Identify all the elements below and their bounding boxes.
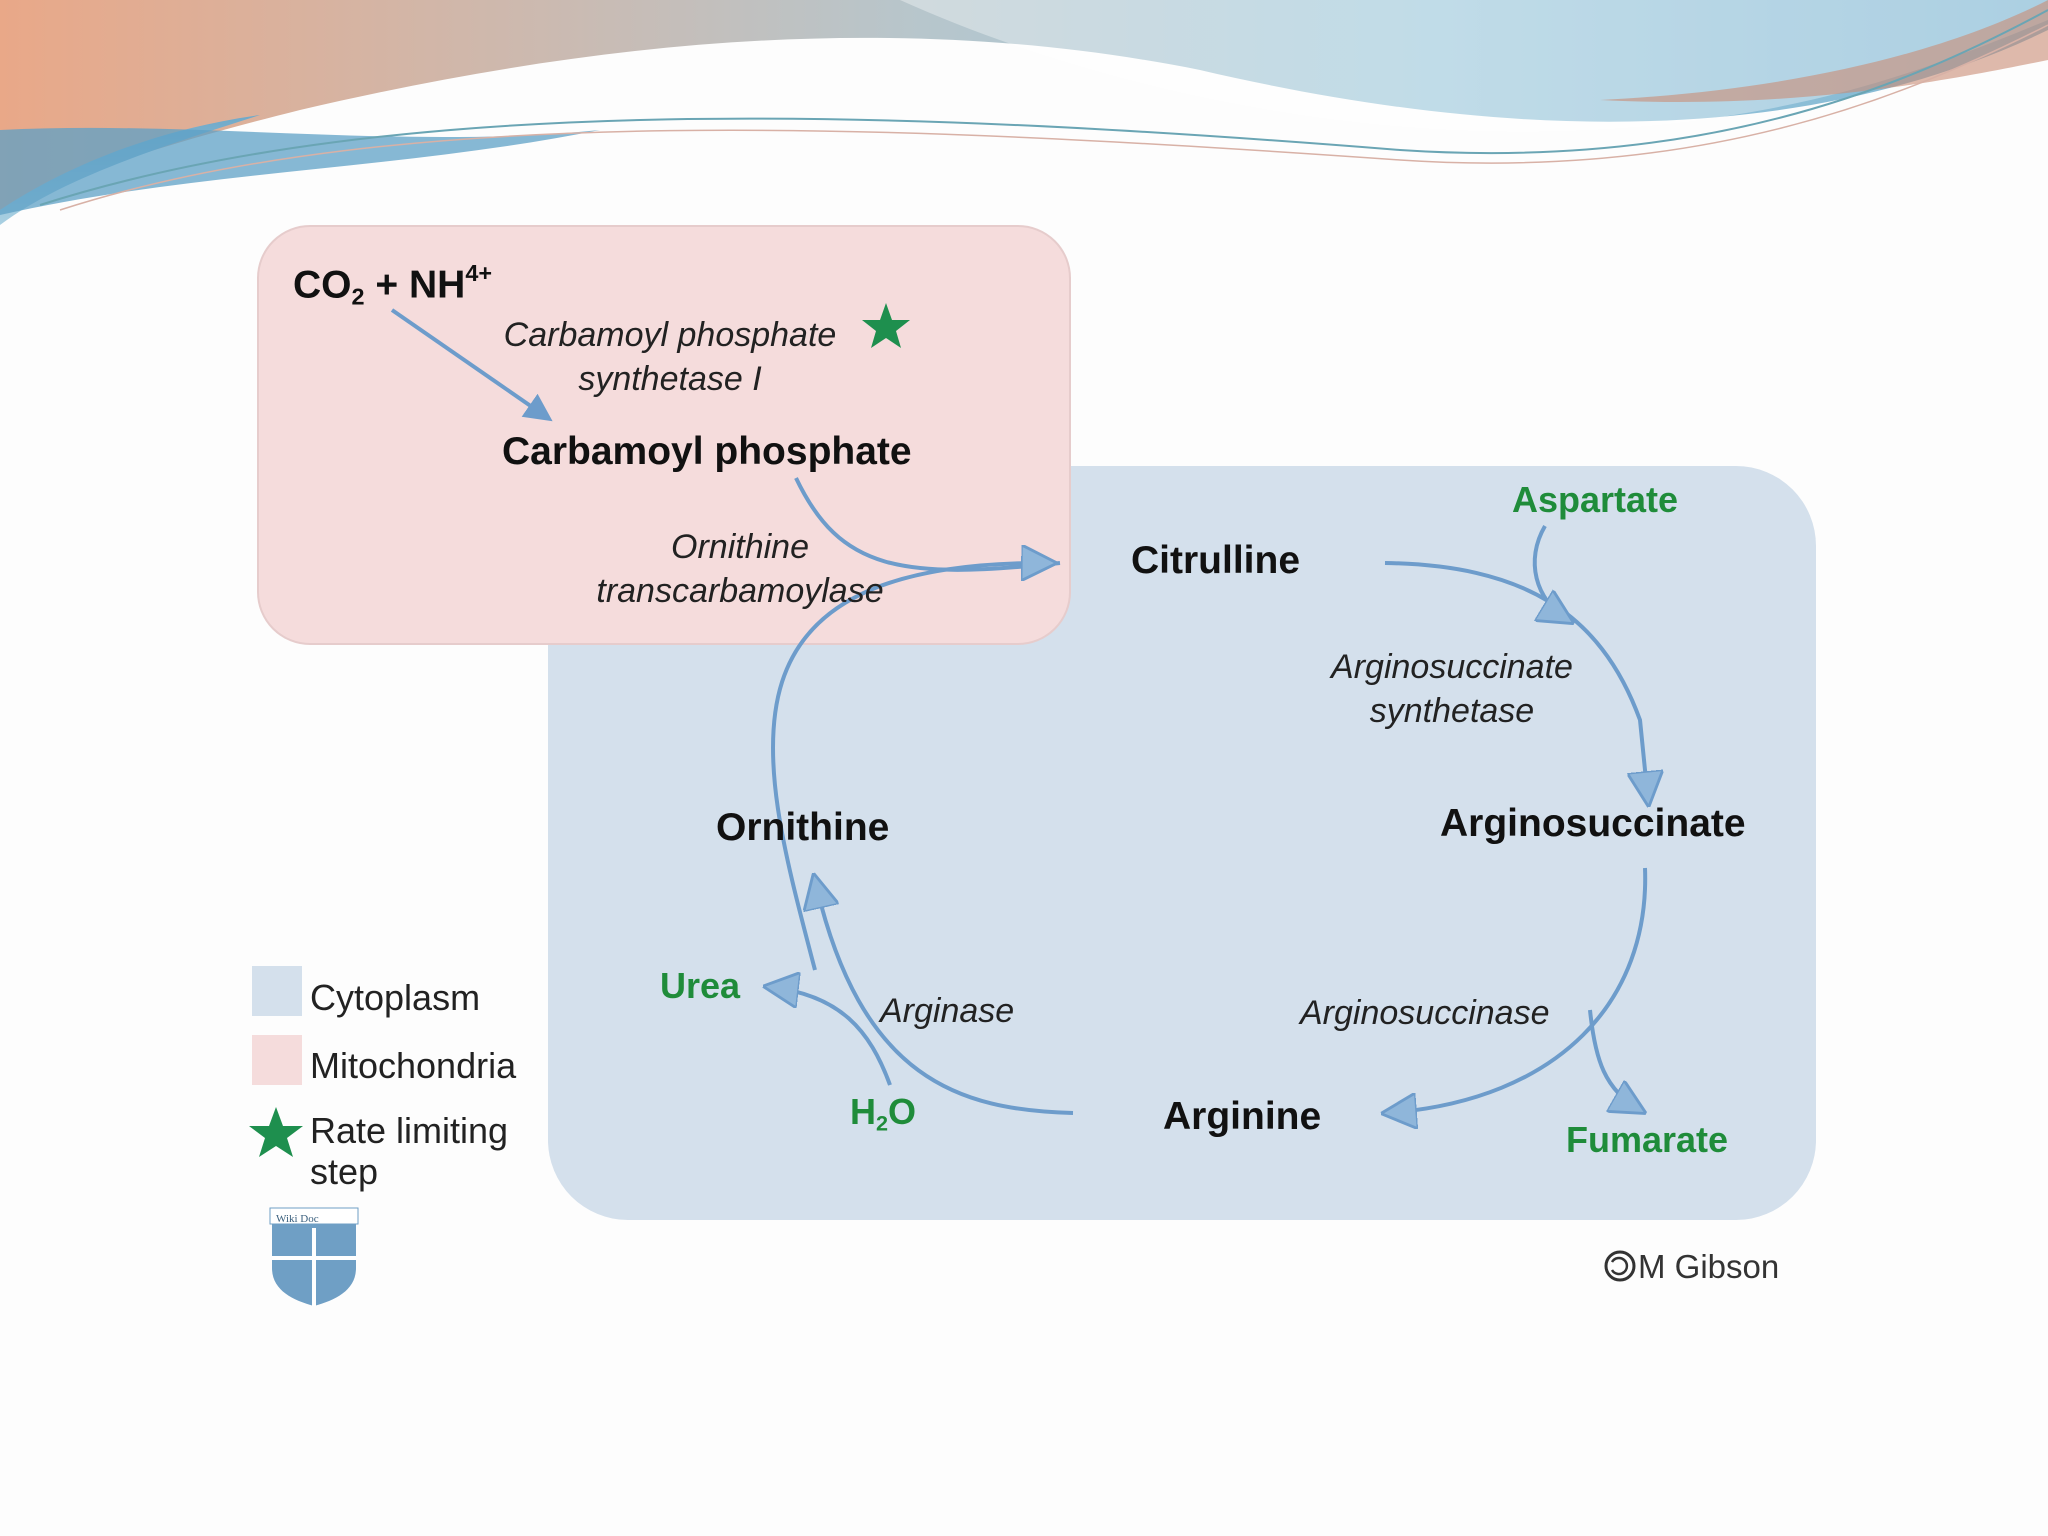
legend-cytoplasm-label: Cytoplasm [310, 977, 481, 1018]
mitochondria-region [257, 225, 1071, 645]
metabolite-arginosuccinate: Arginosuccinate [1440, 802, 1746, 845]
metabolite-carbamoyl-phosphate: Carbamoyl phosphate [502, 430, 912, 473]
enzyme-otc: Ornithine transcarbamoylase [596, 528, 884, 610]
legend-mitochondria-label: Mitochondria [310, 1045, 517, 1086]
side-product-urea: Urea [660, 965, 741, 1006]
metabolite-ornithine: Ornithine [716, 806, 890, 849]
arrow-to-carbamoyl-phosphate [390, 308, 553, 422]
arrow-arginosuccinate-to-arginine [1388, 867, 1648, 1113]
legend-cytoplasm-swatch [252, 966, 302, 1016]
enzyme-ass: Arginosuccinate synthetase [1331, 648, 1573, 730]
side-product-fumarate: Fumarate [1566, 1119, 1729, 1160]
header-banner [0, 0, 2048, 225]
copyright-icon [1604, 1250, 1636, 1282]
reactants-label: CO2 + NH4+ [293, 260, 492, 310]
legend-rate-limiting-label: Rate limiting step [310, 1110, 509, 1193]
side-product-water: H2O [850, 1091, 917, 1136]
arrow-arginine-to-ornithine [815, 880, 1074, 1115]
wikidoc-logo [269, 1207, 359, 1306]
credit-label: M Gibson [1638, 1248, 1780, 1285]
legend-star-icon [249, 1107, 303, 1157]
arrow-carbamoyl-to-citrulline [794, 477, 1061, 572]
arrow-aspartate-in [1532, 524, 1568, 620]
pathway-arrows [390, 308, 1648, 1115]
rate-limiting-star-icon [862, 303, 910, 348]
enzyme-arginase: Arginase [880, 992, 1015, 1030]
cytoplasm-region [548, 466, 1816, 1220]
metabolite-citrulline: Citrulline [1131, 539, 1301, 582]
wikidoc-logo-text: Wiki Doc [276, 1213, 319, 1225]
arrow-fumarate-out [1588, 1009, 1640, 1110]
arrow-ornithine-to-citrulline [771, 563, 1050, 971]
metabolite-arginine: Arginine [1163, 1095, 1322, 1138]
arrow-urea-out [770, 987, 892, 1086]
enzyme-cps1: Carbamoyl phosphate synthetase I [503, 316, 837, 398]
side-product-aspartate: Aspartate [1512, 479, 1679, 520]
legend-mitochondria-swatch [252, 1035, 302, 1085]
enzyme-asl: Arginosuccinase [1300, 994, 1550, 1032]
